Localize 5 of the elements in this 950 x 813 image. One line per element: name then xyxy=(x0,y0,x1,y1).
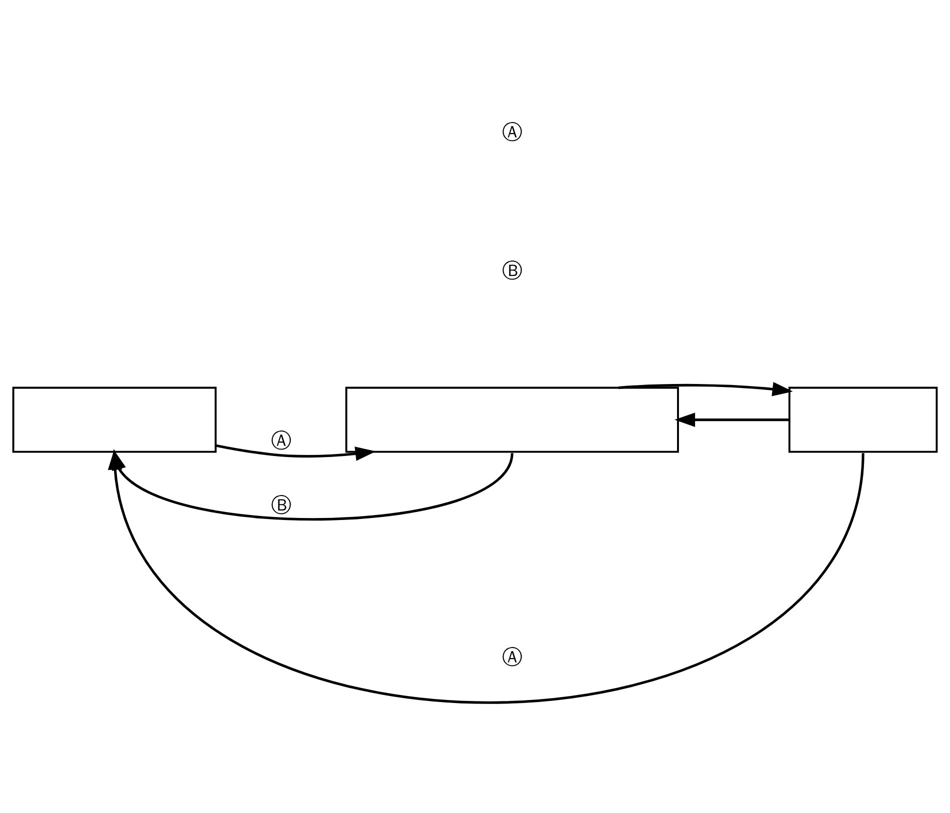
edge-label: Ⓑ xyxy=(270,493,291,516)
label: Ⓑ xyxy=(502,258,522,282)
edge-label: Ⓐ xyxy=(270,429,291,452)
label: Ⓐ xyxy=(502,120,522,144)
edge-label: Ⓐ xyxy=(502,646,522,669)
